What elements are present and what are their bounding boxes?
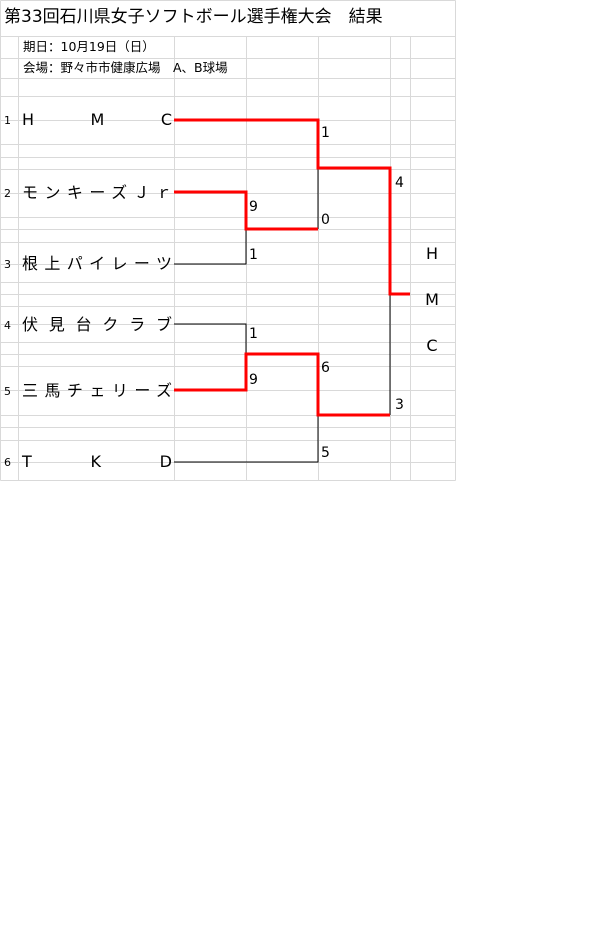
winner-path <box>174 118 410 417</box>
team-name: T K D <box>22 452 172 471</box>
team-name: 三馬チェリーズ <box>22 381 172 400</box>
team-seed: 1 <box>4 114 11 127</box>
score: 4 <box>395 175 404 191</box>
champion-name-char: H <box>425 244 439 263</box>
team-seed: 6 <box>4 456 11 469</box>
score: 1 <box>321 125 330 141</box>
bracket-lines <box>174 168 391 463</box>
score: 1 <box>249 247 258 263</box>
score: 1 <box>249 326 258 342</box>
score: 5 <box>321 445 330 461</box>
champion-name-char: M <box>425 290 439 309</box>
bracket-line-t4 <box>174 323 247 354</box>
score: 9 <box>249 372 258 388</box>
winner-line-t2 <box>174 190 318 231</box>
champion-name-char: C <box>426 336 438 355</box>
bracket-line-t3 <box>174 229 247 265</box>
score: 9 <box>249 199 258 215</box>
team-name: H M C <box>22 110 172 129</box>
score: 0 <box>321 212 330 228</box>
winner-line-t5 <box>174 352 390 417</box>
team-name: 伏見台クラブ <box>22 315 172 334</box>
winner-line-t1 <box>174 118 410 296</box>
team-name: 根上パイレーツ <box>22 254 172 273</box>
event-venue: 会場：野々市市健康広場 A、B球場 <box>23 60 228 75</box>
team-seed: 4 <box>4 319 11 332</box>
score: 3 <box>395 397 404 413</box>
page-title: 第33回石川県女子ソフトボール選手権大会 結果 <box>4 7 383 27</box>
bracket-line-t6 <box>174 415 319 463</box>
team-seed: 3 <box>4 258 11 271</box>
team-name: モンキーズＪｒ <box>22 183 172 202</box>
team-seed: 2 <box>4 187 11 200</box>
team-seed: 5 <box>4 385 11 398</box>
score: 6 <box>321 360 330 376</box>
event-date: 期日：10月19日（日） <box>23 39 155 54</box>
